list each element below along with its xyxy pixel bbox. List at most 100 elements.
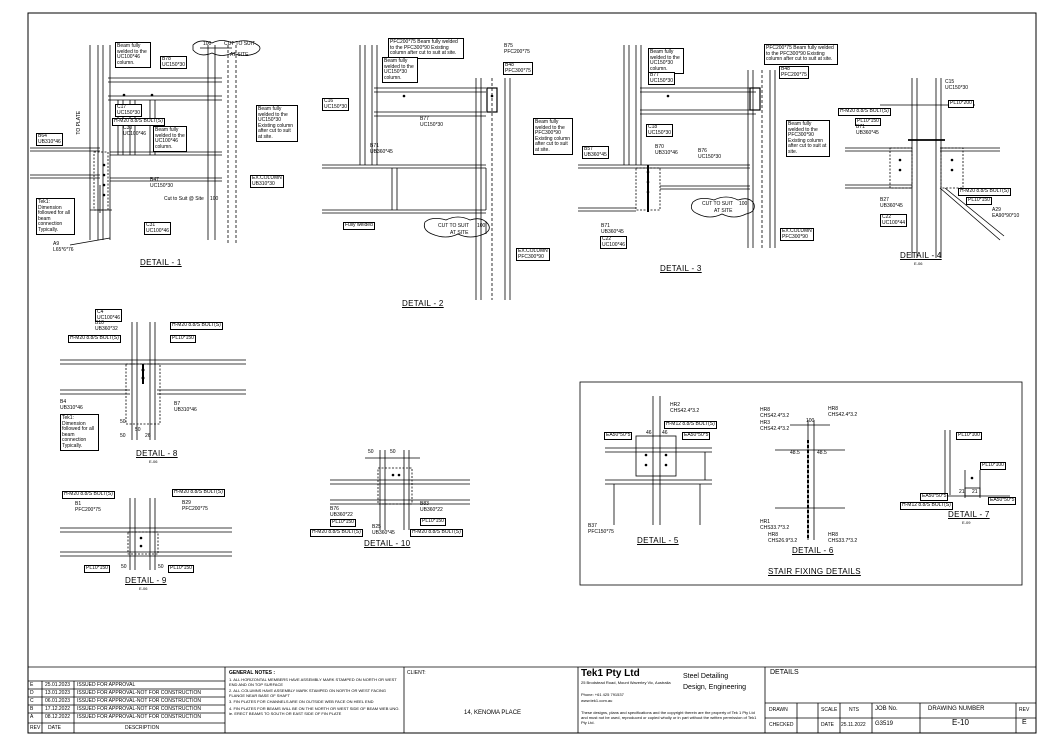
bolt-tag: H-M20 8.8/S BOLT(S) [958,188,1011,196]
cut-note: CUT TO SUIT [702,201,734,207]
detail-6-title: DETAIL - 6 [792,546,834,555]
detail-10-linework [330,450,470,530]
weld-note: PFC200*75 Beam fully welded to the PFC30… [388,38,464,59]
detail-6-linework [775,420,845,540]
rev-desc: ISSUED FOR APPROVAL-NOT FOR CONSTRUCTION [77,706,201,712]
bolt-tag: H-M20 8.8/S BOLT(S) [410,529,463,537]
detail-8-title: DETAIL - 8 [136,449,178,458]
detail-2-title: DETAIL - 2 [402,299,444,308]
plate-tag: PL10*200 [948,100,974,108]
bolt-tag: H-M20 8.8/S BOLT(S) [68,335,121,343]
dim: 48.5 [790,450,800,456]
rev-date: 17.12.2022 [45,706,71,712]
plate-tag: PL10*100 [956,432,982,440]
rev-header-rev: REV [30,725,41,731]
general-note-item: 2. ALL COLUMNS HAVE ASSEMBLY MARK STAMPE… [229,688,386,698]
weld-note: Beam fully welded to the UC150*30 column… [648,48,684,74]
copyright-note: These designs, plans and specifications … [581,710,757,725]
weld-note: Beam fully welded to the PFC300*90 Exist… [533,118,573,155]
angle-tag: EA50*50*5 [920,493,949,501]
plate-tag: PL10*150 [330,519,356,527]
dim: 100 [806,418,815,424]
drawing-number-label: DRAWING NUMBER [928,706,985,712]
rev-letter: C [30,698,34,704]
bolt-tag: H-M12 8.8/S BOLT(S) [664,421,717,429]
company-web: www.tek1.com.au [581,698,613,703]
cut-note-2: AT SITE [450,230,469,236]
plate-tag: PL10*150 [420,518,446,526]
bolt-tag: H-M12 8.8/S BOLT(S) [900,502,953,510]
cut-note: Cut to Suit @ Site [164,196,204,202]
detail-4-linework [845,78,1005,258]
angle-tag: EA50*50*5 [604,432,633,440]
general-note-item: 4. FIN PLATES FOR BEAMS WILL BE ON THE N… [229,706,400,716]
company-address: 25 Brodstead Road, Mount Waverley Vic, A… [581,680,671,685]
weld-note: Beam fully welded to the PFC300*90 Exist… [786,120,830,157]
angle-tag: EA50*50*5 [682,432,711,440]
general-note-item: 3. FIN PLATES FOR CHANNELS ARE ON OUTSID… [229,699,374,704]
detail-8-ref: E-06 [149,459,158,464]
general-note-item: 1. ALL HORIZONTAL MEMBERS HAVE ASSEMBLY … [229,677,397,687]
dim: 46 [662,430,668,436]
rev-letter: D [30,690,34,696]
company-service-2: Design, Engineering [683,684,747,691]
weld-note: Beam fully welded to the UC150*30 Existi… [256,105,298,142]
weld-note: Beam fully welded to the UC150*30 column… [382,57,418,83]
bolt-tag: H-M20 8.8/S BOLT(S) [838,108,891,116]
plate-tag: PL10*150 [855,118,881,126]
detail-2-linework [322,45,511,300]
rev-date: 13.01.2023 [45,690,71,696]
job-label: JOB No. [875,706,898,712]
rev-desc: ISSUED FOR APPROVAL-NOT FOR CONSTRUCTION [77,698,201,704]
drawn-label: DRAWN [769,707,788,713]
dim: 50 [390,449,396,455]
job-value: G3519 [875,721,894,727]
dim: 21 [972,489,978,495]
project-name: 14, KENOMA PLACE [464,710,522,716]
company-phone: Phone: +61 425 791537 [581,692,624,697]
stair-fixing-title: STAIR FIXING DETAILS [768,567,861,576]
detail-1-title: DETAIL - 1 [140,258,182,267]
plate-tag: PL10*150 [84,565,110,573]
dim: 46 [646,430,652,436]
dim: 50 [135,427,141,433]
company-service-1: Steel Detailing [683,673,729,680]
detail-9-title: DETAIL - 9 [125,576,167,585]
dim-100: 100 [739,201,748,207]
rev-date: 25.01.2023 [45,682,71,688]
rev-desc: ISSUED FOR APPROVAL [77,682,136,688]
weld-note: Fully welded [343,222,375,230]
weld-note: Beam fully welded to the UC100*46 column… [115,42,151,68]
detail-3-linework [578,45,776,248]
scale-value: NTS [849,707,859,713]
detail-5-title: DETAIL - 5 [637,536,679,545]
